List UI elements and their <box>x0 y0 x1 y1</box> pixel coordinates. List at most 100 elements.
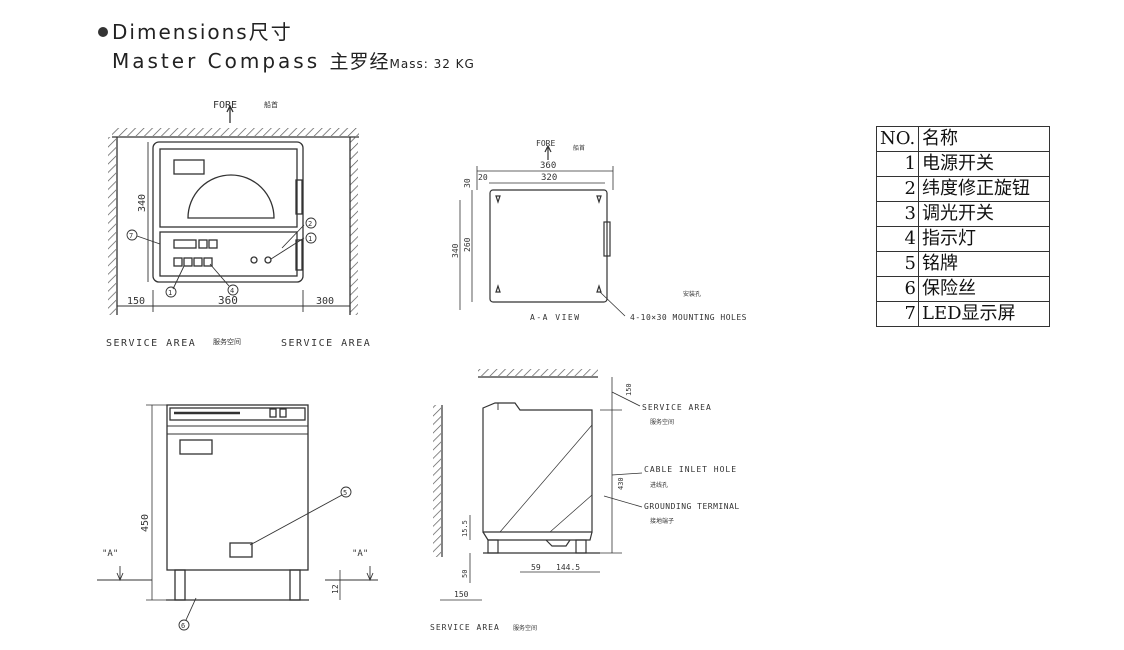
service-area-bottom-cn: 服务空间 <box>513 624 537 632</box>
dim-320-label: 320 <box>541 173 557 183</box>
cable-inlet-label: CABLE INLET HOLE <box>644 465 737 474</box>
dim-50-label: 50 <box>461 570 469 578</box>
lower-panel <box>159 231 298 277</box>
indicator-lamp <box>208 239 218 249</box>
dim-260-label: 260 <box>463 237 472 252</box>
grounding-terminal-shape <box>545 539 571 547</box>
dim-left-label: 150 <box>127 296 145 307</box>
mounting-holes-cn: 安装孔 <box>683 290 701 298</box>
dim-150-bottom-label: 150 <box>454 590 469 599</box>
grounding-terminal-cn: 接地端子 <box>650 517 674 525</box>
bullet-icon <box>98 27 108 37</box>
led-display <box>173 239 197 249</box>
dim-width-label: 360 <box>218 294 238 307</box>
mounting-hole <box>495 284 501 293</box>
view-label: A-A VIEW <box>530 313 581 322</box>
callout-circle <box>227 284 239 296</box>
cabinet-body <box>166 404 309 571</box>
callout-2: 2 <box>308 220 312 228</box>
fore-arrow-head <box>226 104 234 113</box>
header-name: 名称 <box>918 126 1050 152</box>
mounting-hole <box>596 195 602 204</box>
fore-label-cn: 船首 <box>573 144 585 152</box>
service-area-label: SERVICE AREA <box>642 403 712 412</box>
cabinet-top-panel <box>169 407 306 421</box>
callout-circle <box>165 286 177 298</box>
base-plate <box>489 189 608 303</box>
table-header-row: NO. 名称 <box>876 126 1050 152</box>
callout-7: 7 <box>129 232 133 240</box>
dim-340-label: 340 <box>451 243 460 258</box>
dim-59-label: 59 <box>531 563 541 572</box>
top-view <box>459 144 626 317</box>
front-view-labels: FORE 船首 340 150 360 300 SERVICE AREA 服务空… <box>106 100 371 349</box>
holes-leader <box>599 291 626 317</box>
dimensions-heading: Dimensions尺寸 <box>98 20 475 44</box>
hatched-wall-left <box>108 137 116 315</box>
callout-1: 1 <box>168 289 172 297</box>
callout-circle <box>340 486 352 498</box>
panel-button <box>173 257 183 267</box>
base-frame <box>482 531 593 541</box>
upper-panel <box>159 148 298 228</box>
callout-circle <box>305 232 317 244</box>
dim-15-5-label: 15.5 <box>461 520 469 537</box>
compass-dial-window <box>187 174 275 219</box>
section-a-left: "A" <box>102 549 118 559</box>
hatched-ceiling <box>478 369 598 376</box>
hatched-wall <box>433 405 441 557</box>
dim-30-label: 30 <box>463 178 472 188</box>
dim-12-label: 12 <box>331 584 340 594</box>
callout-1: 1 <box>308 235 312 243</box>
bottom-front-view <box>97 404 378 631</box>
callout-circle <box>305 217 317 229</box>
side-leg <box>575 539 587 554</box>
top-view-labels: FORE 船首 360 320 20 30 340 260 A-A VIEW 安… <box>451 139 747 322</box>
service-area-bottom: SERVICE AREA <box>430 623 500 632</box>
dim-450-label: 450 <box>140 514 151 532</box>
indicator-lamp <box>198 239 208 249</box>
cable-leader <box>611 472 643 476</box>
header-no: NO. <box>876 126 919 152</box>
knob-icon <box>264 256 272 264</box>
top-label-plate <box>173 159 205 175</box>
service-area-right: SERVICE AREA <box>281 338 371 349</box>
mounting-holes-label: 4-10×30 MOUNTING HOLES <box>630 313 747 322</box>
nameplate <box>229 542 253 558</box>
grounding-leader <box>603 495 643 508</box>
callout-4: 4 <box>230 287 234 295</box>
dim-144-5-label: 144.5 <box>556 563 580 572</box>
product-name-cn: 主罗经 <box>329 51 390 73</box>
dim-height-label: 340 <box>137 194 148 212</box>
callout-circle <box>178 619 190 631</box>
side-bracket <box>295 239 303 271</box>
dim-430-label: 430 <box>617 477 625 490</box>
dim-right-label: 300 <box>316 296 334 307</box>
mounting-hole <box>596 284 602 293</box>
side-view-labels: 150 430 15.5 50 59 144.5 150 SERVICE ARE… <box>430 383 739 632</box>
callout-circle <box>126 229 138 241</box>
side-bracket <box>603 221 611 257</box>
side-bracket <box>295 179 303 215</box>
cable-inlet-cn: 进线孔 <box>650 481 668 489</box>
dim-360-label: 360 <box>540 161 556 171</box>
panel-button <box>193 257 203 267</box>
fore-arrow-head <box>544 144 552 153</box>
panel-button <box>183 257 193 267</box>
cabinet-label-plate <box>179 439 213 455</box>
front-view <box>108 104 359 315</box>
bottom-front-labels: 450 12 "A" "A" 5 6 <box>102 489 368 630</box>
fore-label: FORE <box>536 139 555 148</box>
page-header: Dimensions尺寸 Master Compass 主罗经Mass: 32 … <box>98 20 475 77</box>
fore-label: FORE <box>213 100 237 111</box>
service-leader <box>611 391 641 407</box>
section-a-right: "A" <box>352 549 368 559</box>
